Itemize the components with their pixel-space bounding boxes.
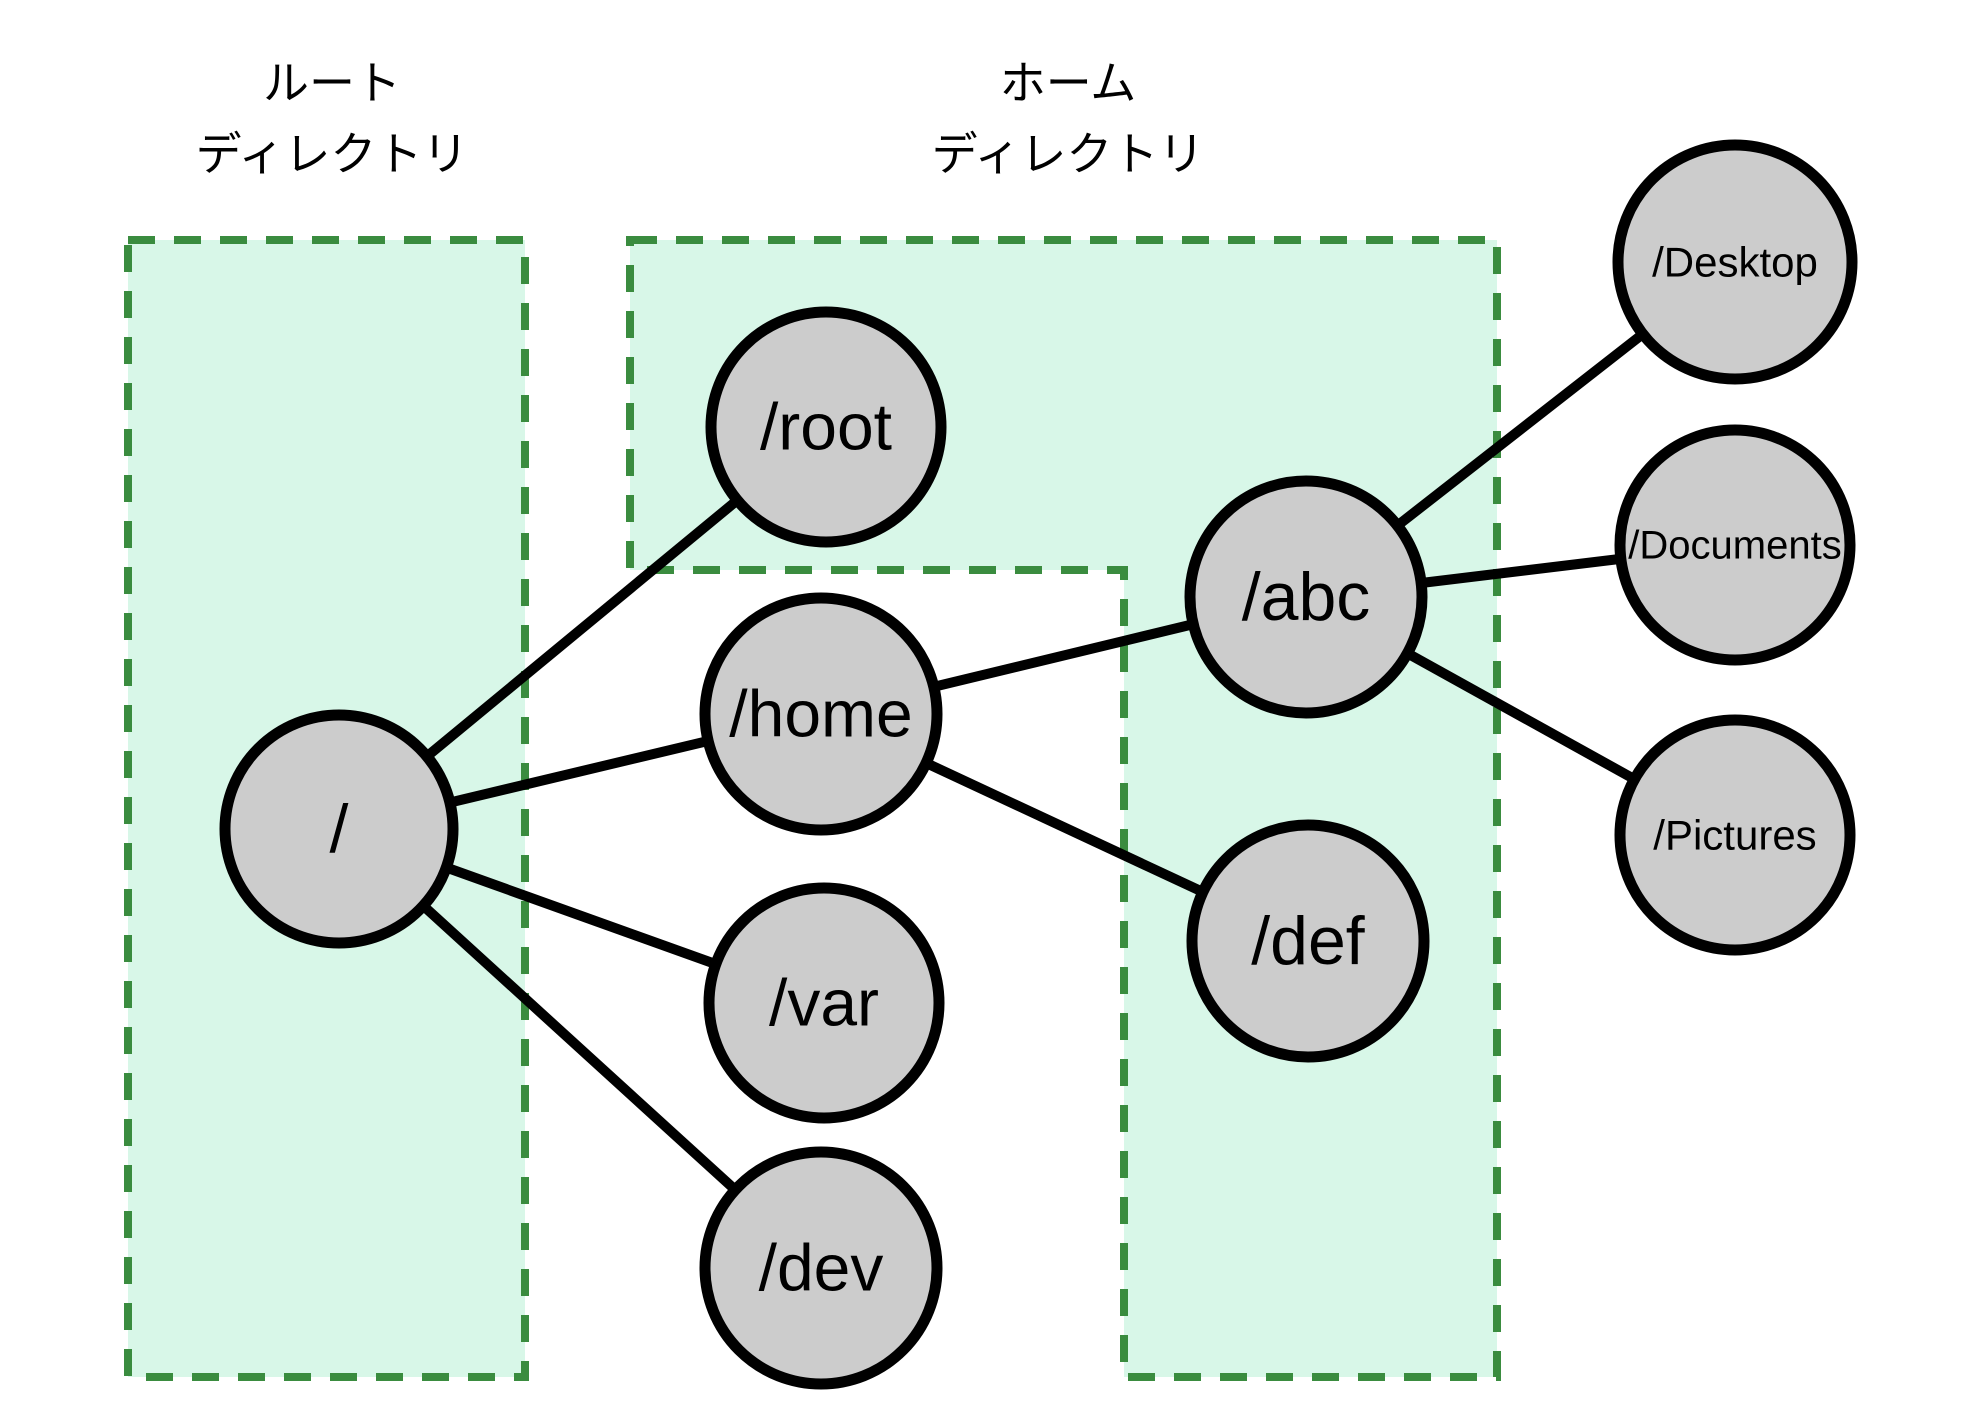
node-dev <box>699 1146 943 1390</box>
node-desktop-label: /Desktop <box>1652 238 1818 285</box>
label-root-directory-line2: ディレクトリ <box>196 127 469 181</box>
node-root-label: /root <box>760 389 892 463</box>
node-dev-label: /dev <box>759 1230 884 1304</box>
node-root <box>705 306 947 548</box>
node-documents-label: /Documents <box>1628 524 1841 568</box>
node-fs-root-label: / <box>330 791 349 867</box>
node-desktop <box>1612 139 1858 385</box>
label-home-directory-line1: ホーム <box>1000 56 1137 110</box>
node-home <box>699 592 943 836</box>
node-pictures-label: /Pictures <box>1653 811 1816 858</box>
node-home-label: /home <box>729 676 912 750</box>
node-var-label: /var <box>769 965 879 1039</box>
label-home-directory-line2: ディレクトリ <box>932 127 1205 181</box>
node-abc-label: /abc <box>1242 559 1371 635</box>
node-var <box>703 882 945 1124</box>
node-abc <box>1184 475 1428 719</box>
node-fs-root <box>219 709 459 949</box>
node-def-label: /def <box>1251 903 1365 979</box>
label-root-directory-line1: ルート <box>263 56 401 110</box>
node-documents <box>1614 424 1856 666</box>
node-pictures <box>1614 714 1856 956</box>
node-def <box>1186 819 1430 1063</box>
